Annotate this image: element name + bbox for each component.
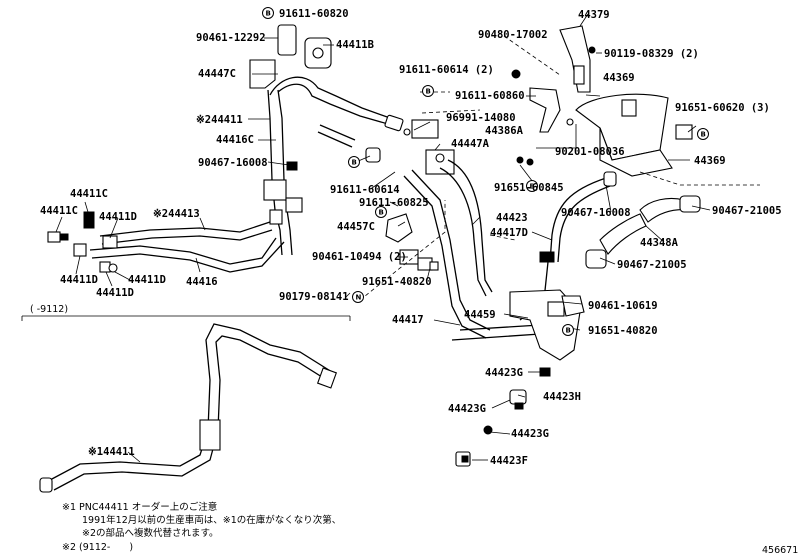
note-line-4: ※2 (9112- ) (62, 542, 133, 553)
band-44369-lower (599, 127, 673, 177)
clip-90467-shape (286, 161, 298, 171)
label-44379: 44379 (578, 9, 610, 21)
label-96991-14080: 96991-14080 (446, 112, 516, 124)
label-44447c: 44447C (198, 68, 236, 80)
part-labels: 91611-60820 90461-12292 44411B 44447C ※2… (40, 8, 782, 467)
diagram-id: 456671 (762, 545, 798, 556)
inset-clip (199, 419, 221, 451)
dashed-leader-lines (359, 35, 760, 301)
label-91611-60825: 91611-60825 (359, 197, 429, 209)
symbol-b-7: B (562, 324, 574, 336)
label-x1-44411: ※144411 (88, 446, 135, 458)
svg-text:N: N (356, 294, 362, 302)
label-44423f: 44423F (490, 455, 528, 467)
label-91651-60620-3: 91651-60620 (3) (675, 102, 770, 114)
symbol-b-6: B (697, 128, 709, 140)
label-44417d: 44417D (490, 227, 528, 239)
label-44411d-d: 44411D (96, 287, 134, 299)
svg-text:B: B (352, 159, 357, 167)
inset-old-line (39, 323, 338, 493)
label-44423g-a: 44423G (485, 367, 523, 379)
flare-nut-right (384, 114, 404, 132)
label-44386a: 44386A (485, 125, 524, 137)
label-x2-44411: ※244411 (196, 114, 243, 126)
label-44348a: 44348A (640, 237, 679, 249)
note-line-3: ※2の部品へ複数代替されます。 (82, 527, 219, 539)
label-44423g-c: 44423G (511, 428, 549, 440)
label-44417: 44417 (392, 314, 424, 326)
label-91611-60614: 91611-60614 (330, 184, 400, 196)
label-90467-21005-b: 90467-21005 (617, 259, 687, 271)
svg-text:B: B (266, 10, 271, 18)
label-90467-21005-a: 90467-21005 (712, 205, 782, 217)
label-44411d-a: 44411D (99, 211, 137, 223)
label-44369-b: 44369 (694, 155, 726, 167)
grommet-hole (312, 47, 324, 59)
lower-left-brake-line (47, 211, 285, 273)
label-90119-08329-2: 90119-08329 (2) (604, 48, 699, 60)
label-90467-16008-a: 90467-16008 (198, 157, 268, 169)
label-44457c: 44457C (337, 221, 375, 233)
label-90461-10619: 90461-10619 (588, 300, 658, 312)
circle-symbols: B B B B B B B N (262, 7, 709, 336)
clip-90461-shape (277, 24, 297, 56)
union-44411c-a (83, 211, 95, 229)
label-44423g-b: 44423G (448, 403, 486, 415)
label-44416: 44416 (186, 276, 218, 288)
bracket-96991 (411, 119, 439, 139)
label-91611-60820: 91611-60820 (279, 8, 349, 20)
label-91651-60845: 91651-60845 (494, 182, 564, 194)
symbol-b-3: B (348, 156, 360, 168)
svg-text:B: B (426, 88, 431, 96)
label-91651-40820-a: 91651-40820 (362, 276, 432, 288)
label-x2-44413: ※244413 (153, 208, 200, 220)
label-90480-17002: 90480-17002 (478, 29, 548, 41)
svg-text:B: B (566, 327, 571, 335)
label-90467-16008-b: 90467-16008 (561, 207, 631, 219)
label-44411c-a: 44411C (70, 188, 108, 200)
leader-lines (55, 13, 711, 463)
label-90461-12292: 90461-12292 (196, 32, 266, 44)
label-44411d-c: 44411D (128, 274, 166, 286)
clamp-44457c (385, 213, 413, 243)
label-44416c: 44416C (216, 134, 254, 146)
upper-left-brake-line (249, 24, 411, 256)
label-90179-08141: 90179-08141 (279, 291, 349, 303)
svg-text:B: B (530, 183, 535, 191)
symbol-n-1: N (352, 291, 364, 303)
label-44423h: 44423H (543, 391, 581, 403)
junction-block (263, 179, 287, 201)
label-44411b: 44411B (336, 39, 374, 51)
label-44411c-b: 44411C (40, 205, 78, 217)
label-44447a: 44447A (451, 138, 490, 150)
label-44459: 44459 (464, 309, 496, 321)
label-91611-60860: 91611-60860 (455, 90, 525, 102)
range-bracket: ( -9112) (21, 304, 351, 321)
footnotes: ※1 PNC44411 オーダー上のご注意 1991年12月以前の生産車両は、※… (62, 501, 341, 553)
label-44423: 44423 (496, 212, 528, 224)
svg-text:B: B (379, 209, 384, 217)
flare-44411d-a (73, 243, 87, 257)
symbol-b-1: B (262, 7, 274, 19)
union-44411c-b (47, 231, 61, 243)
note-line-2: 1991年12月以前の生産車両は、※1の在庫がなくなり次第、 (82, 514, 341, 526)
bracket-44386a (529, 87, 561, 133)
label-44411d-b: 44411D (60, 274, 98, 286)
right-assembly (455, 25, 701, 467)
label-90201-08036: 90201-08036 (555, 146, 625, 158)
flare-44411d-b (102, 235, 118, 249)
symbol-b-4: B (375, 206, 387, 218)
label-90461-10494-2: 90461-10494 (2) (312, 251, 407, 263)
range-label: ( -9112) (30, 304, 68, 315)
symbol-b-5: B (526, 180, 538, 192)
label-44369-a: 44369 (603, 72, 635, 84)
label-91611-60614-2: 91611-60614 (2) (399, 64, 494, 76)
symbol-b-2: B (422, 85, 434, 97)
svg-text:B: B (701, 131, 706, 139)
label-91651-40820-b: 91651-40820 (588, 325, 658, 337)
note-line-1: ※1 PNC44411 オーダー上のご注意 (62, 501, 217, 513)
